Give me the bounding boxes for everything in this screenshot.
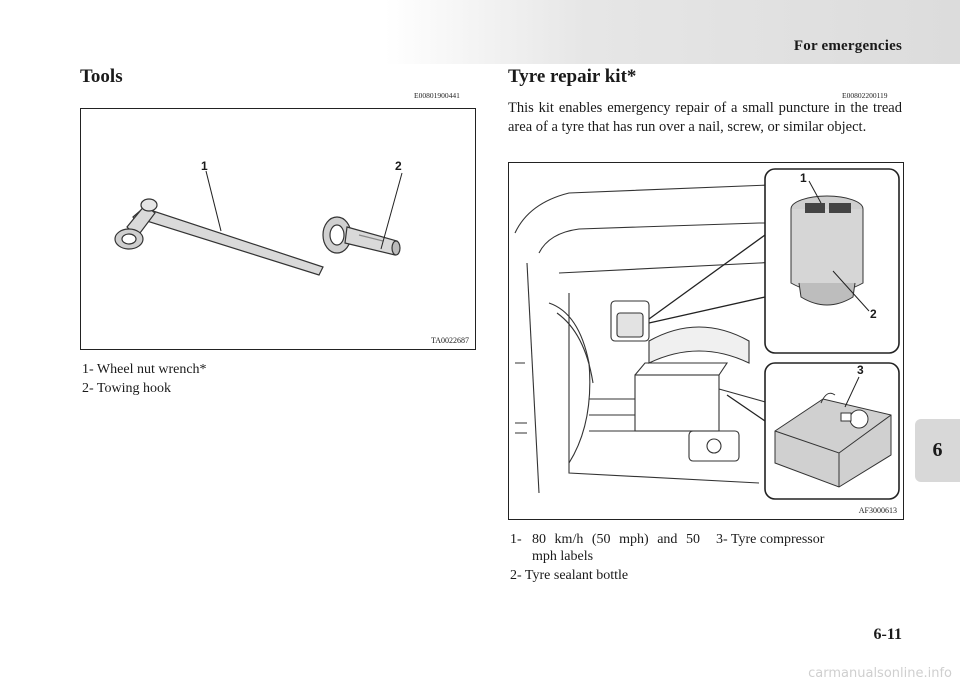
tyre-kit-illustration [514,168,900,500]
tyre-kit-caption-1: 1- 80 km/h (50 mph) and 50 mph labels [510,531,700,565]
tyre-kit-figure: 1 2 3 AF3000613 [508,162,904,520]
caption-number: 3- [716,532,728,547]
tools-callout-2: 2 [395,159,402,173]
caption-text: Tyre compressor [730,532,825,547]
caption-text: Towing hook [96,381,171,396]
caption-text: 80 km/h (50 mph) and 50 mph labels [532,532,700,564]
wheel-nut-wrench-drawing [114,198,324,276]
callout-2-leader [380,172,403,250]
caption-number: 2- [510,568,522,583]
tyre-kit-figure-id: AF3000613 [858,506,897,515]
tools-caption-2: 2- Towing hook [82,380,171,397]
header-band [385,0,960,64]
luggage-compartment-drawing [514,184,840,494]
tyre-kit-caption-3: 3- Tyre compressor [716,531,824,548]
callout-1-leader [205,170,222,232]
caption-number: 1- [82,362,94,377]
caption-text: Wheel nut wrench* [96,362,207,377]
towing-hook-drawing [322,216,401,256]
tyre-kit-description: This kit enables emergency repair of a s… [508,100,902,135]
caption-text: Tyre sealant bottle [524,568,629,583]
compressor-inset [764,362,900,500]
tyre-kit-callout-2: 2 [870,307,877,321]
tools-figure: 1 2 TA0022687 [80,108,476,350]
tools-caption-1: 1- Wheel nut wrench* [82,361,207,378]
watermark: carmanualsonline.info [808,666,952,681]
tyre-kit-callout-3: 3 [857,363,864,377]
caption-number: 2- [82,381,94,396]
tyre-kit-caption-2: 2- Tyre sealant bottle [510,567,628,584]
tools-section-code: E00801900441 [414,91,460,100]
tools-heading: Tools [80,66,123,87]
page-number: 6-11 [873,626,902,643]
tyre-kit-section-code: E00802200119 [842,91,888,100]
tools-illustration [114,170,403,276]
caption-number: 1- [510,532,522,547]
sealant-bottle-inset [764,168,900,354]
tools-callout-1: 1 [201,159,208,173]
tyre-kit-callout-1: 1 [800,171,807,185]
tyre-kit-heading: Tyre repair kit* [508,66,637,87]
tools-figure-id: TA0022687 [430,336,469,345]
chapter-tab: 6 [915,419,960,482]
running-head: For emergencies [793,38,902,54]
